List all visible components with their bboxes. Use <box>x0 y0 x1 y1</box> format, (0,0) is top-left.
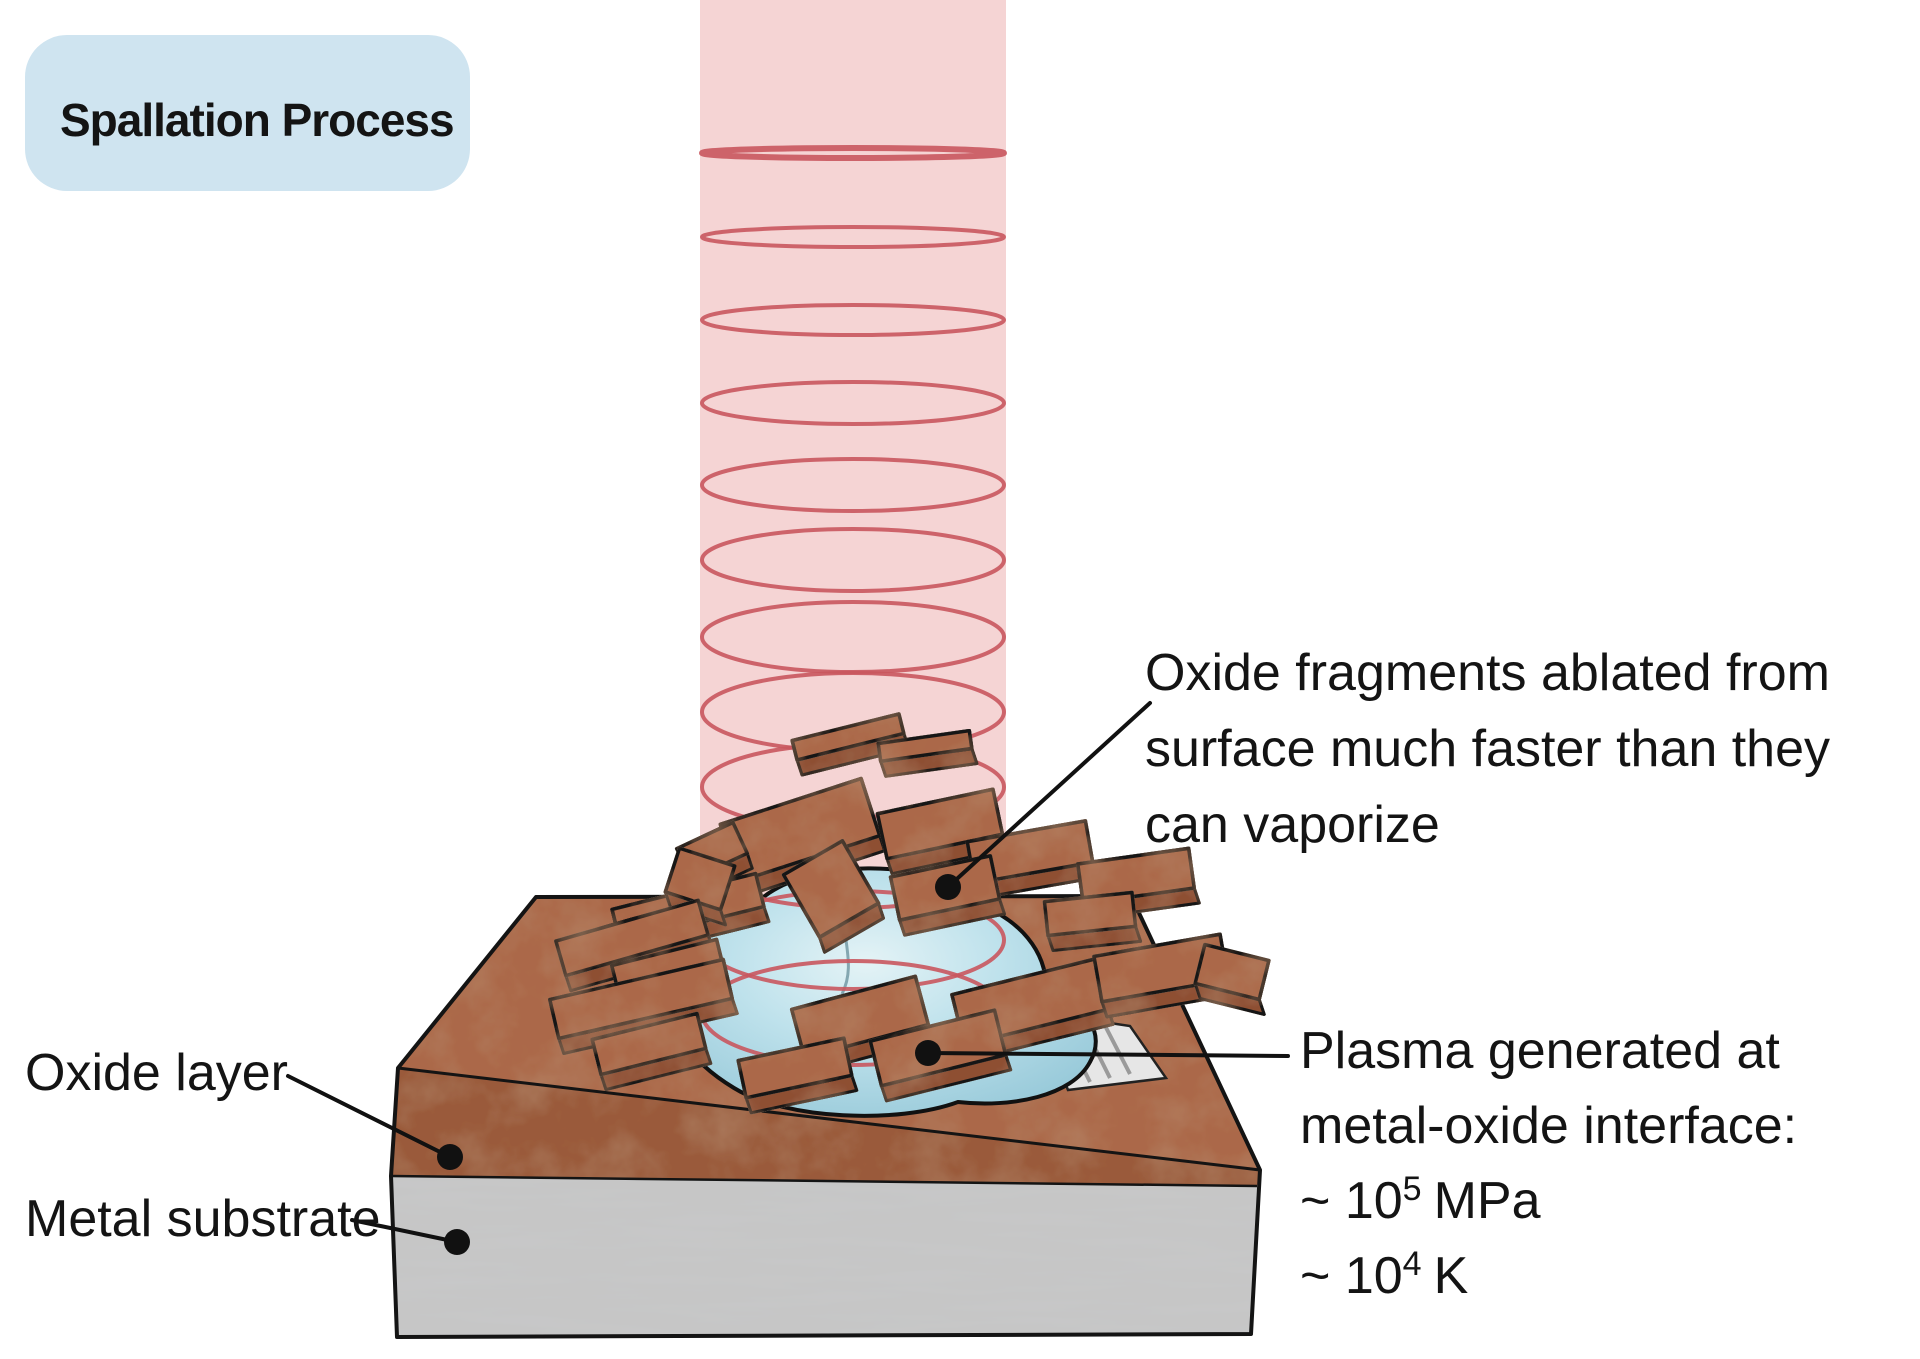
fragment-chip <box>554 898 710 978</box>
oxide-layer-label: Oxide layer <box>25 1044 288 1102</box>
metal-front-face <box>391 1176 1257 1337</box>
fragment-chip <box>736 1036 854 1100</box>
title-badge-background <box>25 35 470 191</box>
plasma-dot <box>915 1040 941 1066</box>
beam-rings <box>699 145 1007 1067</box>
plasma-annotation-line1: Plasma generated at <box>1300 1022 1780 1080</box>
temperature-exponent: 4 <box>1403 1245 1422 1283</box>
fragment-chip <box>789 974 931 1060</box>
metal-substrate-leader-line <box>350 1218 459 1244</box>
plasma-annotation: Plasma generated at metal-oxide interfac… <box>1300 1022 1797 1305</box>
metal-substrate-label: Metal substrate <box>25 1190 381 1248</box>
fragment-chip <box>1076 846 1196 906</box>
beam-ring <box>700 225 1006 249</box>
fragment-chip <box>876 728 974 764</box>
oxide-metal-interface-line <box>390 1174 1258 1188</box>
fragment-chip <box>590 1011 708 1077</box>
leader-lines <box>286 701 1290 1244</box>
top-front-edge <box>397 1066 1261 1172</box>
fragment-chip <box>790 712 906 762</box>
fragments-leader-line <box>946 701 1152 889</box>
beam-ring <box>700 527 1006 593</box>
fragment-chip <box>663 846 737 912</box>
fragment-chip <box>781 839 881 939</box>
temperature-unit: K <box>1434 1247 1469 1305</box>
beam-ring <box>699 145 1007 161</box>
fragments-dot <box>935 874 961 900</box>
fragments-annotation-line3: can vaporize <box>1145 796 1440 854</box>
pressure-base: ~ 10 <box>1300 1172 1403 1230</box>
leader-dots <box>437 874 961 1255</box>
fragment-chip <box>1193 942 1271 1002</box>
fragments-annotation: Oxide fragments ablated from surface muc… <box>1145 644 1830 854</box>
title-badge: Spallation Process <box>25 35 470 191</box>
pressure-unit: MPa <box>1434 1172 1541 1230</box>
beam-ring <box>700 457 1006 513</box>
oxide-layer-leader-line <box>286 1074 452 1159</box>
plasma-annotation-line2: metal-oxide interface: <box>1300 1097 1797 1155</box>
temperature-base: ~ 10 <box>1300 1247 1403 1305</box>
fragment-chip <box>1042 890 1138 938</box>
oxide-fragments <box>548 712 1271 1115</box>
plasma-pressure-value: ~ 105 MPa <box>1300 1170 1541 1230</box>
fragment-chip <box>548 957 734 1041</box>
block-outline <box>389 894 1262 1339</box>
beam-ring <box>700 303 1006 337</box>
page-title: Spallation Process <box>60 94 454 146</box>
fragments-annotation-line1: Oxide fragments ablated from <box>1145 644 1830 702</box>
metal-substrate-dot <box>444 1229 470 1255</box>
beam-ring <box>700 380 1006 426</box>
oxide-front-face <box>391 1068 1260 1186</box>
plasma-leader-line <box>926 1051 1290 1058</box>
oxide-layer-dot <box>437 1144 463 1170</box>
fragments-annotation-line2: surface much faster than they <box>1145 720 1830 778</box>
pressure-exponent: 5 <box>1403 1170 1422 1208</box>
